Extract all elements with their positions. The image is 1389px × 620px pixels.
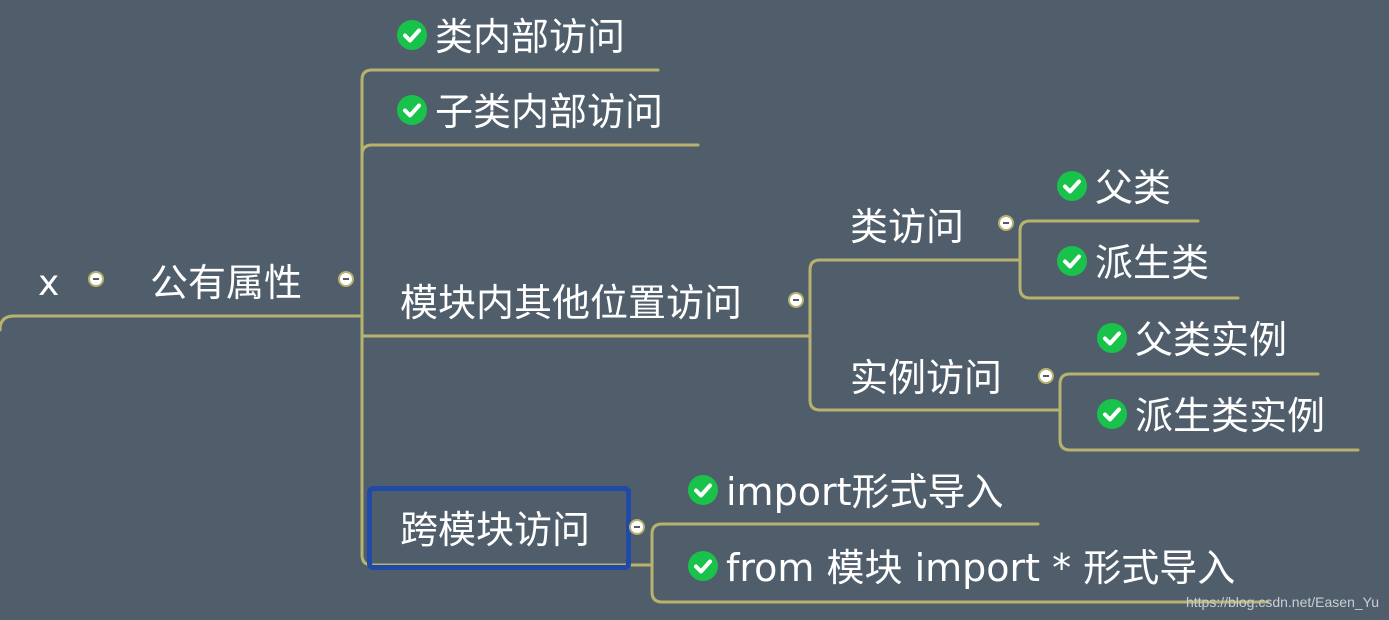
check-circle-icon <box>397 95 427 125</box>
branch-bracket-class <box>1018 219 1032 300</box>
check-circle-icon <box>1057 246 1087 276</box>
branch-bracket-cross <box>650 522 664 604</box>
in-class-node-label[interactable]: 类内部访问 <box>435 15 626 59</box>
collapse-minus-icon[interactable] <box>88 271 104 287</box>
watermark-text: https://blog.csdn.net/Easen_Yu <box>1185 594 1379 610</box>
check-circle-icon <box>688 551 718 581</box>
in-subclass-node-label[interactable]: 子类内部访问 <box>435 90 664 134</box>
import-form-node-label[interactable]: import形式导入 <box>726 470 1004 514</box>
collapse-minus-icon[interactable] <box>338 271 354 287</box>
parent-instance-node-label[interactable]: 父类实例 <box>1135 318 1288 362</box>
check-circle-icon <box>688 475 718 505</box>
class-access-node-label[interactable]: 类访问 <box>850 205 965 249</box>
from-form-node-label[interactable]: from 模块 import * 形式导入 <box>726 546 1236 590</box>
instance-access-node-label[interactable]: 实例访问 <box>850 356 1003 400</box>
collapse-minus-icon[interactable] <box>998 215 1014 231</box>
branch-bracket-module <box>808 258 822 412</box>
public-attr-node-label[interactable]: 公有属性 <box>150 261 303 305</box>
parent-class-node-label[interactable]: 父类 <box>1095 166 1172 210</box>
collapse-minus-icon[interactable] <box>629 519 645 535</box>
selection-highlight <box>367 486 631 570</box>
underline-in-subclass <box>360 143 700 157</box>
check-circle-icon <box>1057 171 1087 201</box>
cross-module-node-label[interactable]: 跨模块访问 <box>400 508 591 552</box>
root-underline <box>0 314 362 332</box>
root-node-label[interactable]: x <box>38 263 60 304</box>
collapse-minus-icon[interactable] <box>1038 368 1054 384</box>
derived-class-node-label[interactable]: 派生类 <box>1095 241 1210 285</box>
branch-bracket-level1 <box>360 68 374 567</box>
collapse-minus-icon[interactable] <box>788 292 804 308</box>
in-module-node-label[interactable]: 模块内其他位置访问 <box>400 281 743 325</box>
check-circle-icon <box>397 20 427 50</box>
check-circle-icon <box>1097 323 1127 353</box>
check-circle-icon <box>1097 399 1127 429</box>
derived-instance-node-label[interactable]: 派生类实例 <box>1135 394 1326 438</box>
branch-bracket-instance <box>1058 372 1072 452</box>
